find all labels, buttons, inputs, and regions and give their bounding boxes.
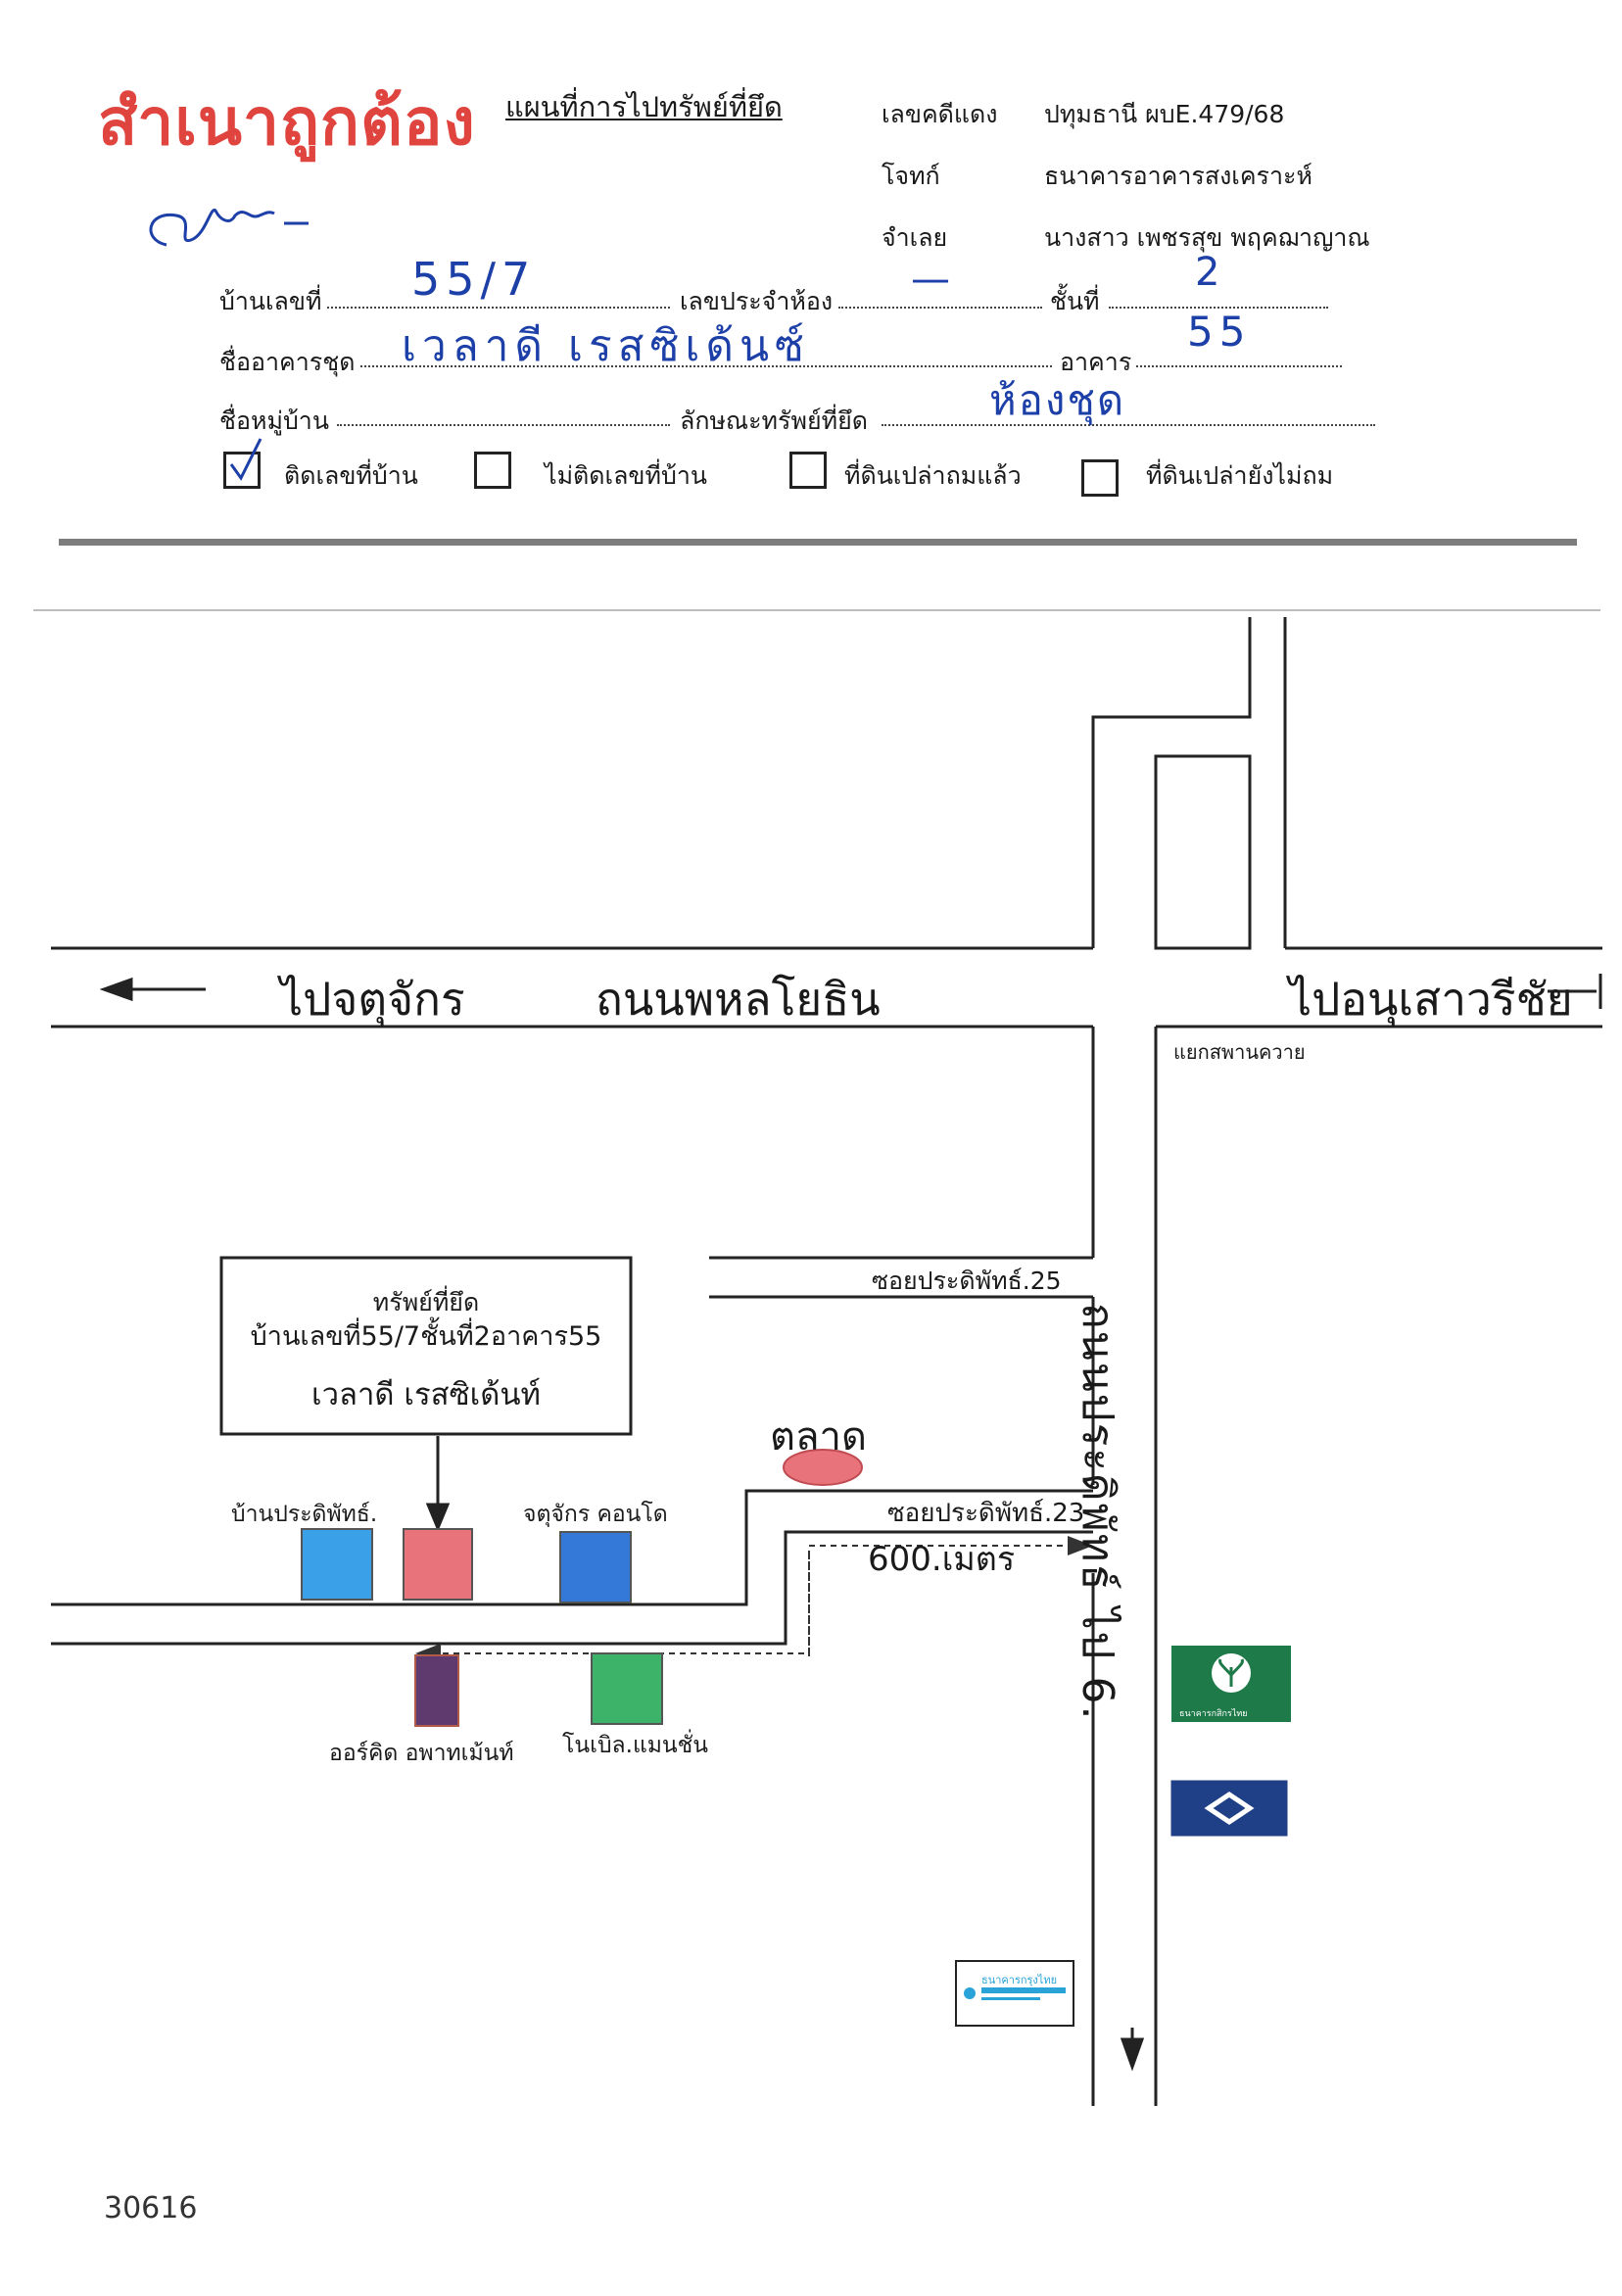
jatujak-condo-marker	[559, 1531, 632, 1603]
soi-25-label: ซอยประดิพัทธ์.25	[872, 1267, 1062, 1295]
map-top-border	[33, 609, 1600, 611]
market-marker	[783, 1449, 863, 1486]
building-name-label: ชื่ออาคารชุด	[219, 348, 356, 376]
defendant-label: จำเลย	[882, 223, 948, 252]
intersection-label: แยกสพานควาย	[1173, 1040, 1306, 1064]
house-no-line	[327, 306, 670, 309]
checkbox-no-house-number-label: ไม่ติดเลขที่บ้าน	[545, 461, 707, 490]
jatujak-condo-label: จตุจักร คอนโด	[523, 1502, 668, 1527]
document-title: แผนที่การไปทรัพย์ที่ยึด	[505, 90, 783, 123]
soi-23-label: ซอยประดิพัทธ์.23	[887, 1499, 1085, 1528]
room-no-value: —	[911, 257, 956, 302]
checkbox-house-number-label: ติดเลขที่บ้าน	[284, 461, 418, 490]
to-victory-monument-label: ไปอนุเสาวรีชัย	[1289, 973, 1573, 1026]
target-property-marker	[403, 1528, 473, 1601]
target-box-line2: บ้านเลขที่55/7ชั้นที่2อาคาร55	[250, 1321, 602, 1352]
certified-copy-stamp: สำเนาถูกต้อง	[98, 83, 476, 160]
house-no-label: บ้านเลขที่	[219, 287, 322, 315]
target-box-line1: ทรัพย์ที่ยึด	[372, 1288, 480, 1316]
target-box-line3: เวลาดี เรสซิเด้นท์	[311, 1377, 541, 1412]
case-number-label: เลขคดีแดง	[882, 100, 998, 128]
floor-label: ชั้นที่	[1050, 287, 1100, 315]
room-no-line	[838, 306, 1042, 309]
orchid-apartment-label: ออร์คิด อพาทเม้นท์	[329, 1741, 514, 1766]
checkbox-filled-land[interactable]	[789, 452, 827, 489]
orchid-apartment-marker	[414, 1654, 459, 1727]
krungthai-label: ธนาคารกรุงไทย	[981, 1974, 1058, 1986]
house-no-value: 55/7	[411, 253, 537, 306]
case-number-value: ปทุมธานี ผบE.479/68	[1044, 100, 1285, 128]
kbank-label: ธนาคารกสิกรไทย	[1179, 1709, 1248, 1719]
village-line	[337, 423, 670, 426]
village-label: ชื่อหมู่บ้าน	[219, 407, 329, 435]
check-mark-icon	[229, 438, 262, 481]
kbank-logo	[1171, 1646, 1291, 1722]
noble-mansion-marker	[591, 1652, 663, 1725]
property-type-value: ห้องชุด	[989, 376, 1126, 424]
baan-pradipat-label: บ้านประดิพัทธ์.	[231, 1502, 378, 1527]
building-label: อาคาร	[1060, 348, 1132, 376]
to-jatujak-label: ไปจตุจักร	[280, 973, 465, 1026]
room-no-label: เลขประจำห้อง	[680, 287, 834, 315]
krungthai-logo	[955, 1960, 1074, 2027]
document-number: 30616	[104, 2191, 198, 2225]
bangkok-bank-logo	[1170, 1780, 1288, 1837]
signature	[149, 209, 309, 247]
noble-mansion-label: โนเบิล.แมนชั่น	[562, 1733, 708, 1758]
plaintiff-value: ธนาคารอาคารสงเคราะห์	[1044, 162, 1312, 190]
baan-pradipat-marker	[301, 1528, 373, 1601]
market-label: ตลาด	[770, 1414, 867, 1459]
main-road-label: ถนนพหลโยธิน	[596, 973, 881, 1026]
checkbox-unfilled-land[interactable]	[1081, 459, 1119, 497]
property-type-line	[882, 423, 1375, 426]
building-name-line	[360, 364, 1052, 367]
distance-label: 600.เมตร	[868, 1540, 1016, 1579]
checkbox-filled-land-label: ที่ดินเปล่าถมแล้ว	[844, 461, 1022, 490]
building-name-value: เวลาดี เรสซิเด้นซ์	[402, 321, 810, 371]
property-type-label: ลักษณะทรัพย์ที่ยึด	[680, 407, 868, 435]
side-road-label: ถนนประดิพัทธ์ ไป 6.	[1073, 1303, 1122, 1722]
floor-value: 2	[1195, 250, 1226, 295]
checkbox-house-number[interactable]	[223, 452, 261, 489]
plaintiff-label: โจทก์	[882, 162, 940, 190]
building-line	[1136, 364, 1342, 367]
target-info-box	[219, 1256, 633, 1436]
building-value: 55	[1187, 308, 1252, 356]
checkbox-unfilled-land-label: ที่ดินเปล่ายังไม่ถม	[1146, 461, 1334, 490]
defendant-value: นางสาว เพชรสุข พฤคฌาญาณ	[1044, 223, 1370, 252]
checkbox-no-house-number[interactable]	[474, 452, 511, 489]
header-separator	[59, 539, 1577, 546]
floor-line	[1109, 306, 1328, 309]
